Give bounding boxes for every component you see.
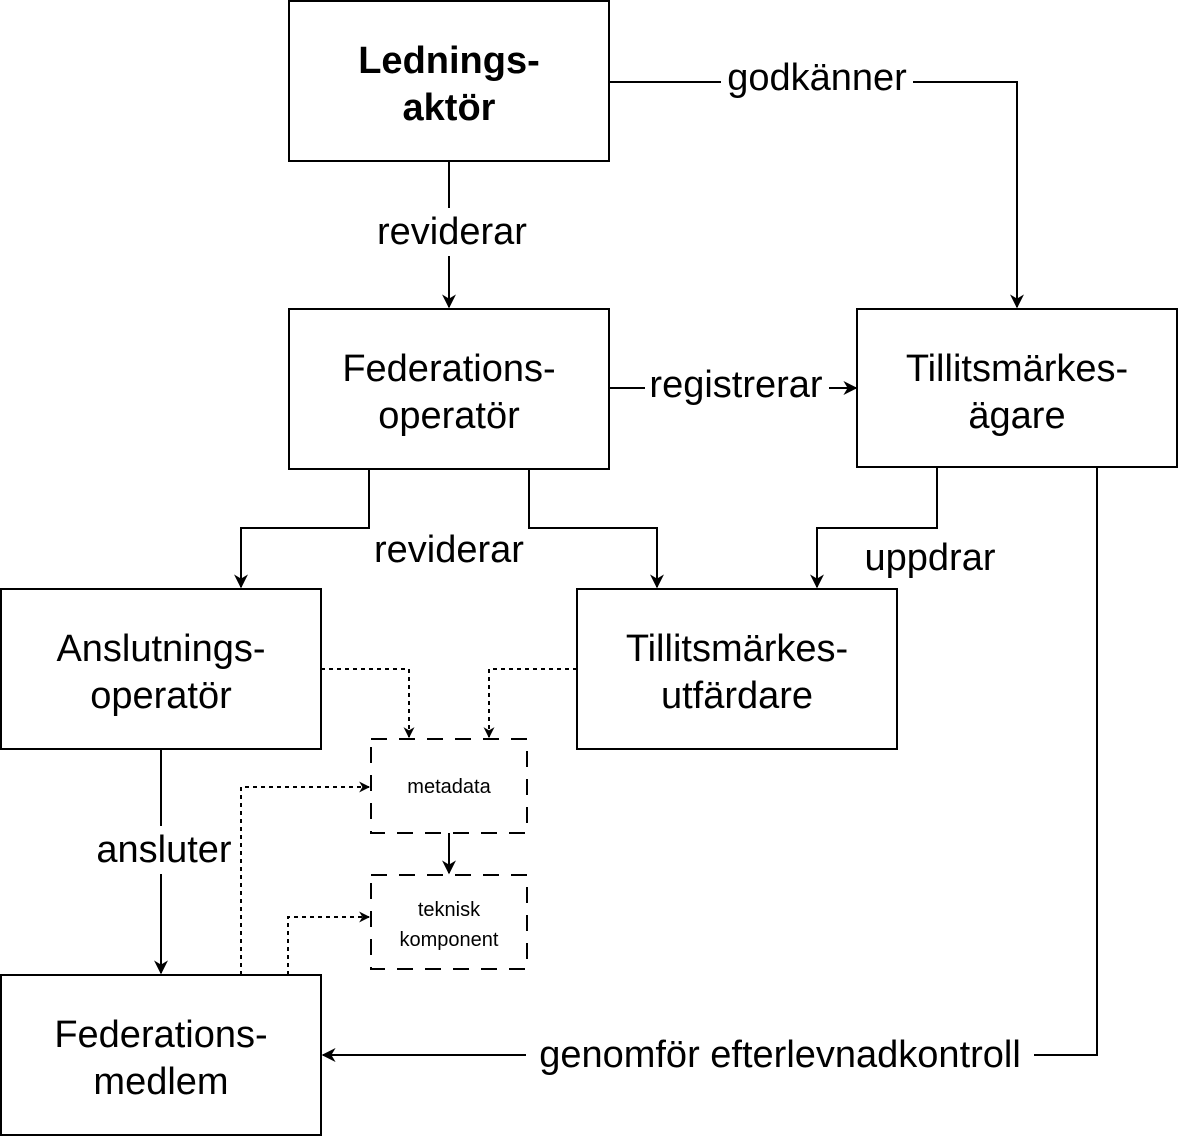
- node-metadata: [370, 738, 528, 834]
- edge-reviderar-left: [234, 469, 370, 589]
- tillitsmarkesutfardare-line2: utfärdare: [661, 675, 813, 717]
- tillitsmarkesagare-line2: ägare: [968, 395, 1065, 437]
- metadata-label: metadata: [407, 776, 491, 798]
- edge-godkanner: [609, 81, 1024, 309]
- label-registrerar: registrerar: [649, 364, 822, 406]
- anslutningsoperator-line2: operatör: [90, 675, 232, 717]
- edge-medlem-metadata: [240, 781, 371, 975]
- federationsoperator-line2: operatör: [378, 395, 520, 437]
- federationsmedlem-line2: medlem: [93, 1061, 228, 1103]
- label-uppdrar: uppdrar: [865, 537, 996, 579]
- tillitsmarkesutfardare-line1: Tillitsmärkes-: [626, 628, 848, 670]
- teknisk-komponent-line2: komponent: [400, 929, 499, 951]
- anslutningsoperator-line1: Anslutnings-: [56, 628, 265, 670]
- federationsoperator-line1: Federations-: [342, 348, 555, 390]
- node-ledningsaktor: [288, 0, 610, 162]
- label-reviderar-mid: reviderar: [374, 529, 524, 571]
- federationsmedlem-line1: Federations-: [54, 1014, 267, 1056]
- edge-anslutning-metadata: [321, 668, 415, 739]
- edge-utfardare-metadata: [483, 668, 577, 739]
- node-tillitsmarkesagare: [856, 308, 1178, 468]
- edge-uppdrar: [810, 467, 938, 589]
- node-federationsoperator: [288, 308, 610, 470]
- label-godkanner: godkänner: [727, 57, 907, 99]
- teknisk-komponent-line1: teknisk: [418, 899, 481, 921]
- edge-medlem-teknisk: [287, 911, 371, 975]
- node-tillitsmarkesutfardare: [576, 588, 898, 750]
- label-reviderar-top: reviderar: [377, 211, 527, 253]
- edge-reviderar-right: [528, 469, 664, 589]
- label-genomfor: genomför efterlevnadkontroll: [539, 1034, 1021, 1076]
- node-anslutningsoperator: [0, 588, 322, 750]
- ledningsaktor-line1: Lednings-: [358, 40, 540, 82]
- label-ansluter: ansluter: [96, 829, 232, 871]
- node-teknisk-komponent: [370, 874, 528, 970]
- node-federationsmedlem: [0, 974, 322, 1136]
- tillitsmarkesagare-line1: Tillitsmärkes-: [906, 348, 1128, 390]
- ledningsaktor-line2: aktör: [403, 87, 496, 129]
